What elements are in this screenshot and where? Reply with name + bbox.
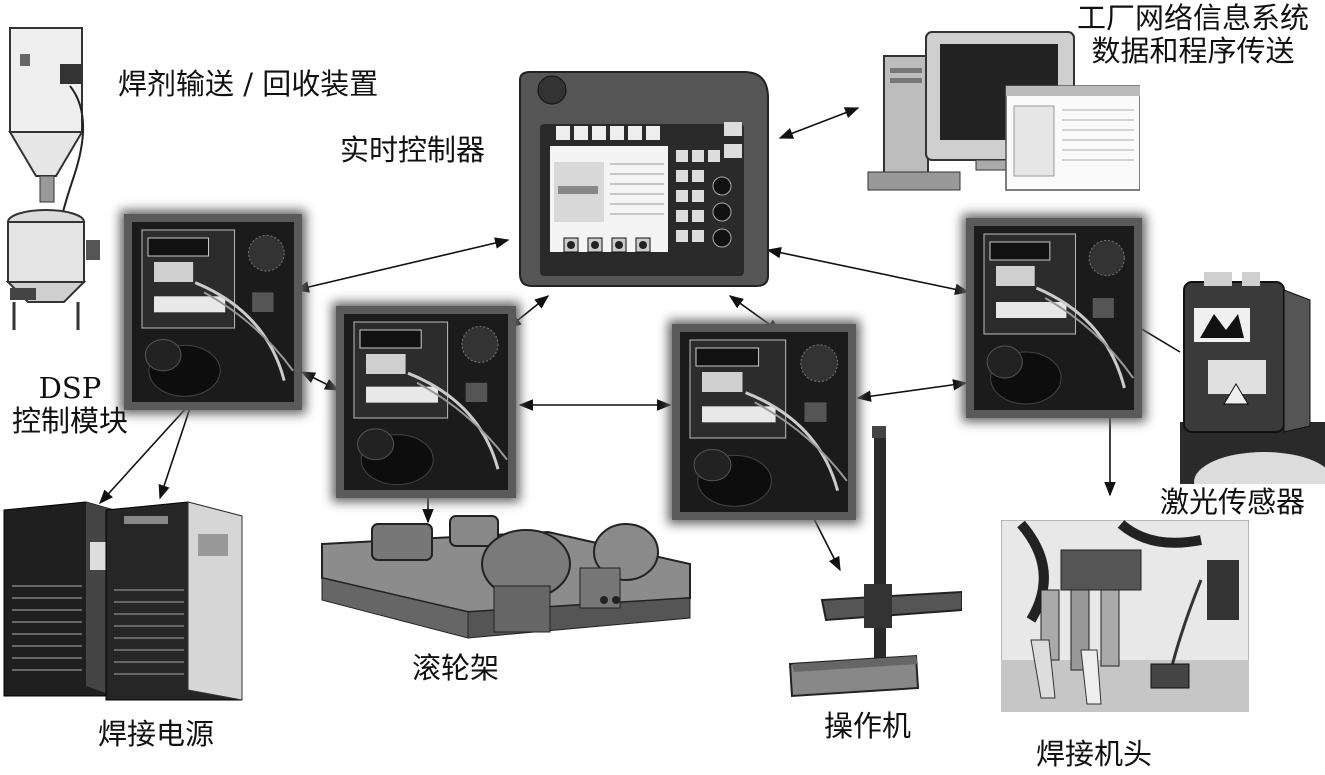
factory-network-label: 工厂网络信息系统 数据和程序传送 [1066,1,1320,69]
controller-label: 实时控制器 [340,133,486,167]
dsp-module-1 [124,214,302,410]
welding-head-label: 焊接机头 [1036,737,1153,771]
factory-network-line1: 工厂网络信息系统 [1076,1,1309,35]
laser-sensor-icon [1180,272,1325,484]
arrow-dsp1-power-b [158,407,191,500]
flux-hopper-icon [4,26,114,344]
arrow-controller-dsp4 [766,247,970,295]
dsp-module-4 [966,218,1142,418]
arrow-dsp3-dsp4 [856,379,968,402]
arrow-dsp1-dsp2 [300,371,340,391]
dsp-module-2 [336,306,516,498]
dsp-module-3 [672,324,856,520]
dsp-line1: DSP [38,371,102,405]
computer-icon [866,26,1140,198]
arrow-dsp3-manipulator [811,514,841,572]
dsp-line2: 控制模块 [11,404,128,439]
flux-device-label: 焊剂输送 / 回收装置 [118,67,379,101]
manipulator-label: 操作机 [824,709,912,743]
dsp-module-icon [672,324,856,520]
controller-pendant-icon [516,70,772,290]
dsp-label: DSP 控制模块 [2,371,138,439]
laser-sensor-label: 激光传感器 [1160,485,1306,519]
welding-power-icon [2,496,248,706]
dsp-module-icon [124,214,302,410]
roller-frame-icon [318,508,694,654]
arrow-dsp1-power-a [99,405,189,505]
dsp-module-icon [336,306,516,498]
arrow-controller-computer [778,107,860,139]
roller-frame-label: 滚轮架 [412,651,500,685]
arrow-controller-dsp1 [294,237,510,293]
welding-power-label: 焊接电源 [98,717,215,751]
manipulator-icon [786,424,962,704]
welding-head-icon [1001,520,1249,712]
factory-network-line2: 数据和程序传送 [1091,34,1295,69]
dsp-module-icon [966,218,1142,418]
arrow-sensor-dsp4 [1134,324,1181,353]
